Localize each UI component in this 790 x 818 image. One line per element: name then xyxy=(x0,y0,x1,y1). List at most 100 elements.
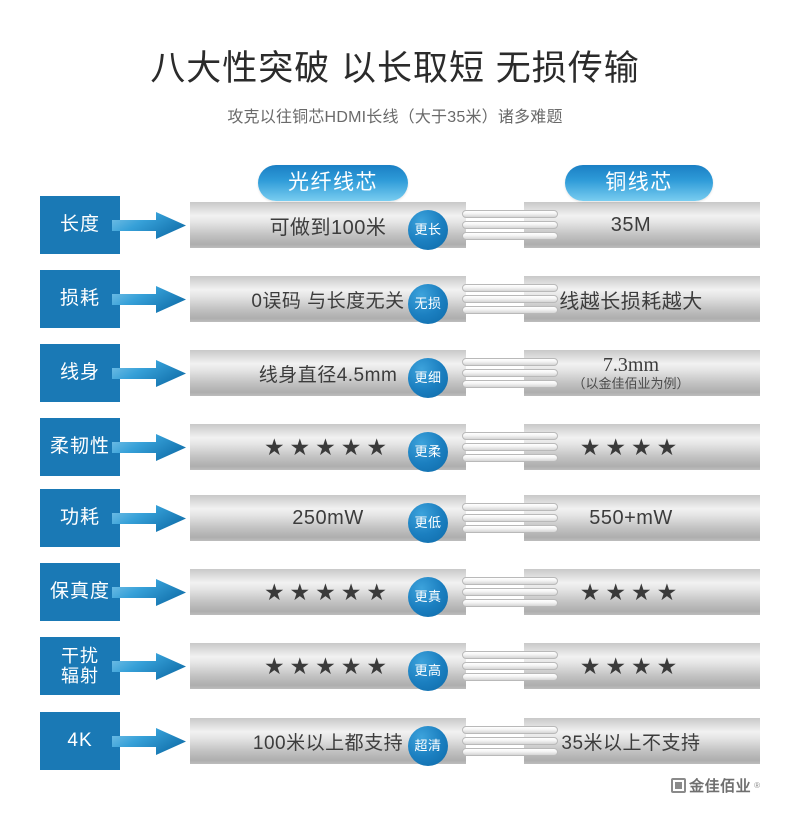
row-label-box: 柔韧性 xyxy=(40,418,120,476)
cell-value-fiber: 可做到100米 xyxy=(269,216,387,239)
copper-cable-bar: ★★★★ xyxy=(502,643,760,689)
row-label-text: 长度 xyxy=(59,214,100,236)
advantage-badge: 更高 xyxy=(408,651,448,691)
copper-cable-bar: 7.3mm（以金佳佰业为例） xyxy=(502,350,760,396)
advantage-badge: 更低 xyxy=(408,503,448,543)
comparison-row: 损耗 0误码 与长度无关无损 线越长损耗越大 xyxy=(0,270,790,328)
row-label-box: 损耗 xyxy=(40,270,120,328)
connector-rod xyxy=(462,210,558,218)
row-label-box: 干扰 辐射 xyxy=(40,637,120,695)
row-label-text: 干扰 辐射 xyxy=(61,645,99,686)
fiber-cable-bar: 0误码 与长度无关 xyxy=(190,276,466,322)
connector-rod xyxy=(462,726,558,734)
star-rating-copper: ★★★★ xyxy=(579,652,683,679)
row-label-text: 保真度 xyxy=(49,581,110,603)
row-label-text: 柔韧性 xyxy=(49,436,110,458)
right-arrow-icon xyxy=(112,286,186,313)
row-label-box: 保真度 xyxy=(40,563,120,621)
connector-rod xyxy=(462,599,558,607)
star-rating-fiber: ★★★★★ xyxy=(263,433,393,460)
right-arrow-icon xyxy=(112,360,186,387)
advantage-badge: 无损 xyxy=(408,284,448,324)
comparison-row: 柔韧性★★★★★更柔★★★★ xyxy=(0,418,790,476)
copper-cable-bar: 550+mW xyxy=(502,495,760,541)
cable-connector-icon xyxy=(462,569,566,615)
right-arrow-icon xyxy=(112,579,186,606)
connector-rod xyxy=(462,369,558,377)
comparison-row: 干扰 辐射 ★★★★★ 更高 ★★★★ xyxy=(0,637,790,695)
cell-value-fiber: 100米以上都支持 xyxy=(252,732,404,754)
cable-connector-icon xyxy=(462,495,566,541)
comparison-row: 功耗 250mW 更低 550+mW xyxy=(0,489,790,547)
row-label-box: 功耗 xyxy=(40,489,120,547)
row-label-box: 4K xyxy=(40,712,120,770)
advantage-badge: 更细 xyxy=(408,358,448,398)
connector-rod xyxy=(462,232,558,240)
star-rating-fiber: ★★★★★ xyxy=(263,578,393,605)
header: 八大性突破 以长取短 无损传输 攻克以往铜芯HDMI长线（大于35米）诸多难题 xyxy=(0,48,790,127)
cell-value-copper: 550+mW xyxy=(589,506,673,529)
connector-rod xyxy=(462,748,558,756)
connector-rod xyxy=(462,662,558,670)
connector-rod xyxy=(462,295,558,303)
star-rating-copper: ★★★★ xyxy=(579,578,683,605)
right-arrow-icon xyxy=(112,212,186,239)
cable-connector-icon xyxy=(462,643,566,689)
cell-value-copper: 7.3mm xyxy=(602,354,660,377)
connector-rod xyxy=(462,503,558,511)
footer-brand: 金佳佰业 ® xyxy=(671,775,760,796)
trademark-symbol: ® xyxy=(754,781,760,790)
connector-rod xyxy=(462,514,558,522)
cell-value-fiber: 0误码 与长度无关 xyxy=(251,290,405,312)
connector-rod xyxy=(462,737,558,745)
connector-rod xyxy=(462,221,558,229)
advantage-badge: 更长 xyxy=(408,210,448,250)
cable-connector-icon xyxy=(462,718,566,764)
comparison-row: 长度 可做到100米更长 35M xyxy=(0,196,790,254)
row-label-box: 线身 xyxy=(40,344,120,402)
connector-rod xyxy=(462,454,558,462)
star-rating-fiber: ★★★★★ xyxy=(263,652,393,679)
advantage-badge: 更真 xyxy=(408,577,448,617)
connector-rod xyxy=(462,358,558,366)
cable-connector-icon xyxy=(462,276,566,322)
right-arrow-icon xyxy=(112,505,186,532)
row-label-box: 长度 xyxy=(40,196,120,254)
page-title: 八大性突破 以长取短 无损传输 xyxy=(150,49,640,88)
row-label-text: 线身 xyxy=(59,362,100,384)
row-label-text: 4K xyxy=(67,730,93,752)
cable-connector-icon xyxy=(462,202,566,248)
connector-rod xyxy=(462,673,558,681)
column-header-fiber: 光纤线芯 xyxy=(258,165,408,201)
connector-rod xyxy=(462,577,558,585)
cell-value-copper: 35M xyxy=(610,213,652,236)
connector-rod xyxy=(462,588,558,596)
cell-value-copper: 35米以上不支持 xyxy=(561,732,701,754)
row-label-text: 功耗 xyxy=(59,507,100,529)
copper-cable-bar: ★★★★ xyxy=(502,569,760,615)
page-subtitle: 攻克以往铜芯HDMI长线（大于35米）诸多难题 xyxy=(227,109,563,126)
right-arrow-icon xyxy=(112,653,186,680)
fiber-cable-bar: 250mW xyxy=(190,495,466,541)
right-arrow-icon xyxy=(112,728,186,755)
star-rating-copper: ★★★★ xyxy=(579,433,683,460)
connector-rod xyxy=(462,432,558,440)
connector-rod xyxy=(462,651,558,659)
connector-rod xyxy=(462,380,558,388)
right-arrow-icon xyxy=(112,434,186,461)
connector-rod xyxy=(462,443,558,451)
cell-note-copper: （以金佳佰业为例） xyxy=(572,376,690,392)
cell-stack-copper: 7.3mm（以金佳佰业为例） xyxy=(572,355,689,391)
connector-rod xyxy=(462,525,558,533)
connector-rod xyxy=(462,284,558,292)
brand-logo-icon xyxy=(671,778,687,793)
cable-connector-icon xyxy=(462,424,566,470)
cell-value-copper: 线越长损耗越大 xyxy=(559,290,703,313)
row-label-text: 损耗 xyxy=(59,288,100,310)
column-header-copper: 铜线芯 xyxy=(565,165,713,201)
connector-rod xyxy=(462,306,558,314)
cable-connector-icon xyxy=(462,350,566,396)
cell-value-fiber: 250mW xyxy=(292,506,364,529)
